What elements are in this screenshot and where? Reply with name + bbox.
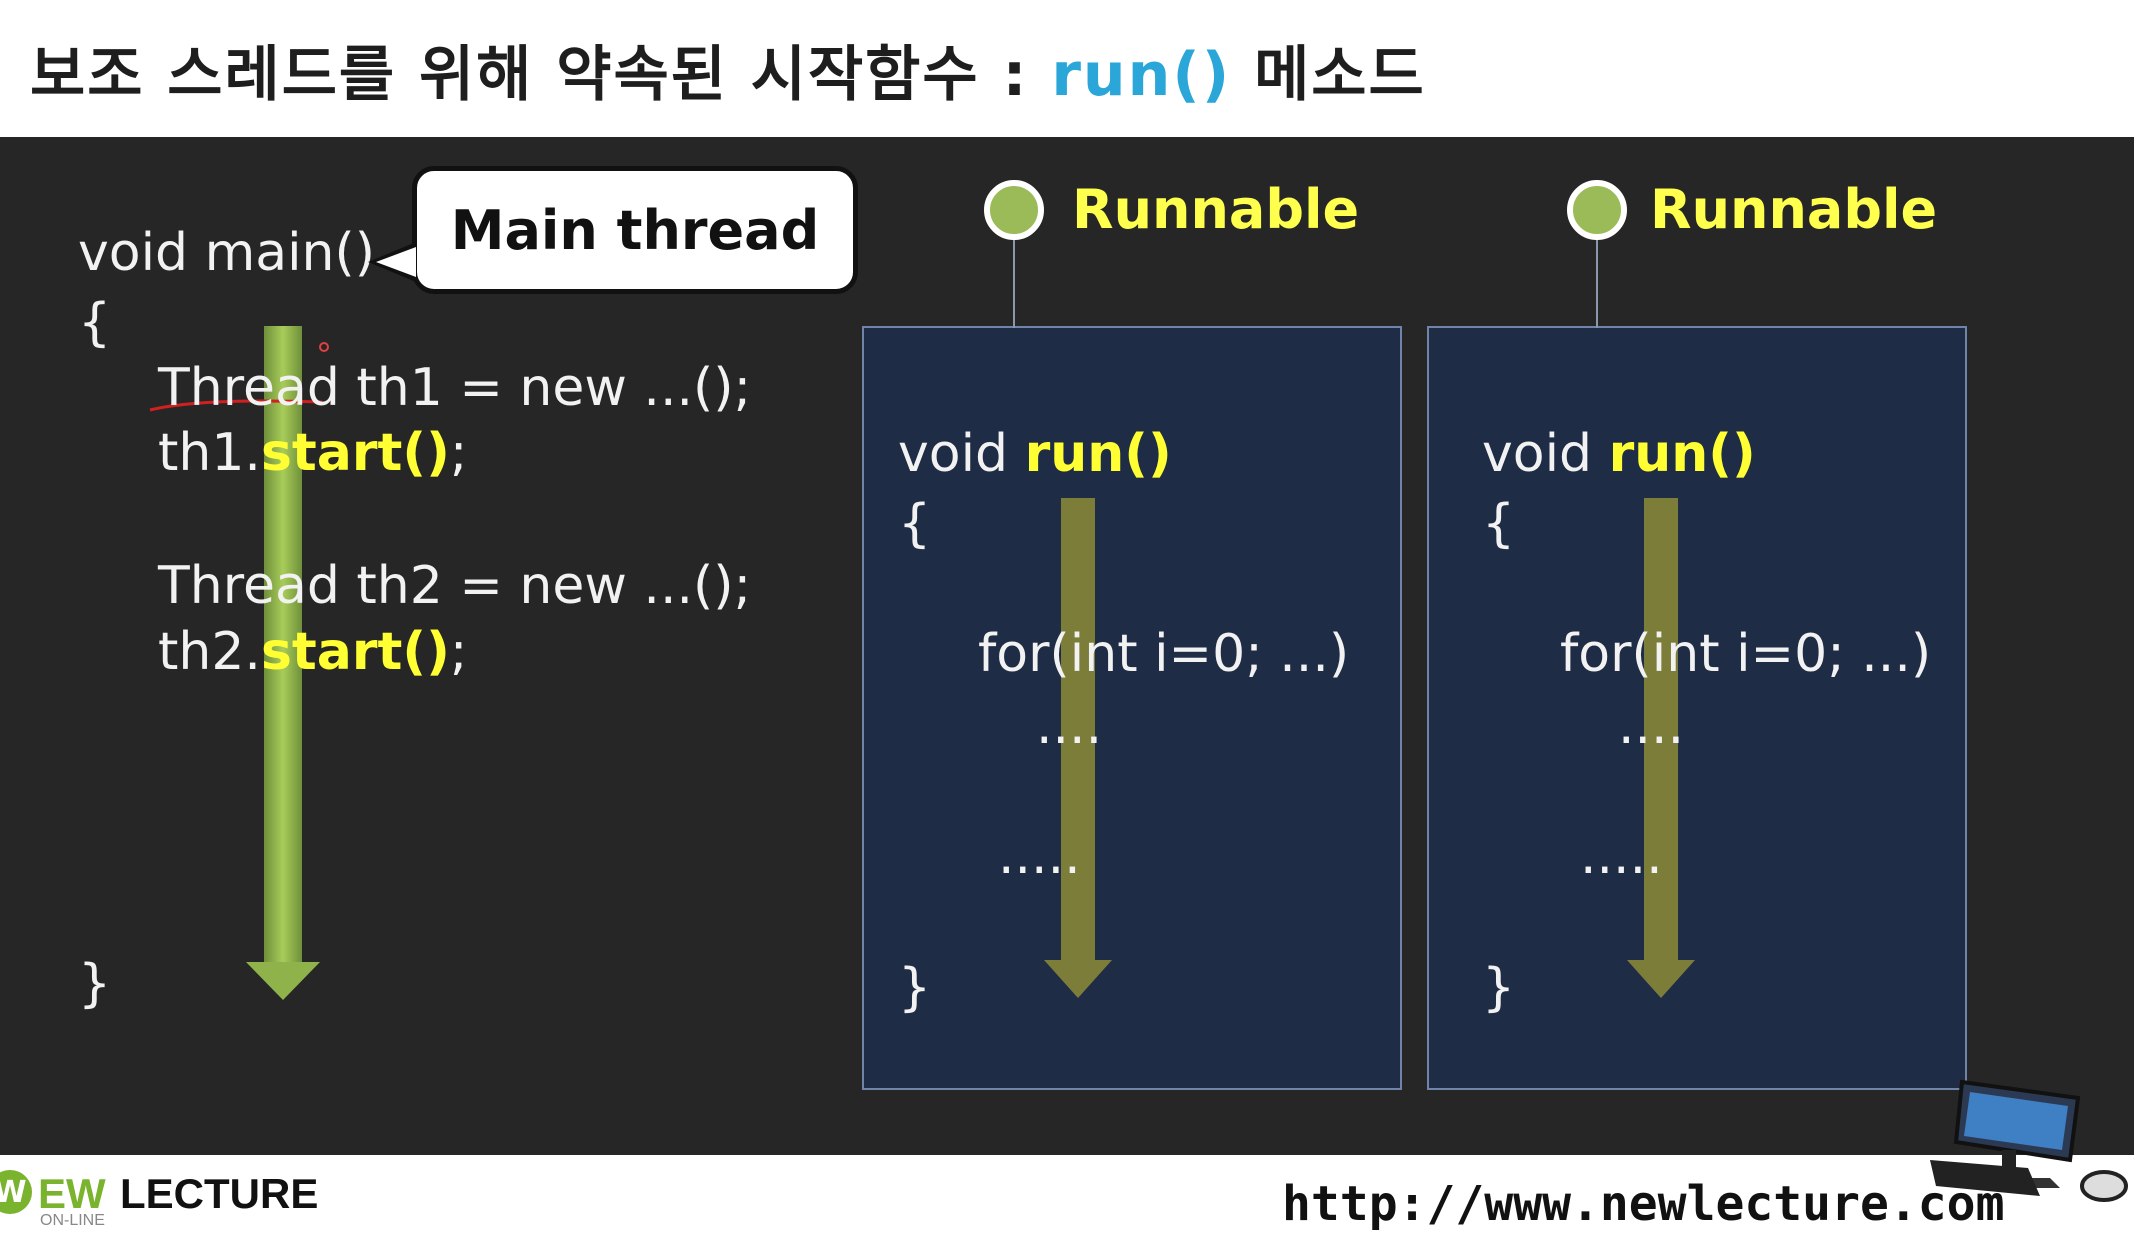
th1-start-call: start() (260, 423, 450, 483)
code-line-th2-start: th2.start(); (158, 626, 467, 678)
panel2-dots-1: .... (1618, 696, 1685, 756)
title-bar: 보조 스레드를 위해 약속된 시작함수 : run() 메소드 (0, 0, 2134, 137)
main-open-brace: { (78, 293, 112, 353)
main-thread-callout: Main thread (412, 166, 858, 294)
panel2-void: void (1482, 424, 1609, 484)
slide-title: 보조 스레드를 위해 약속된 시작함수 : run() 메소드 (30, 26, 1426, 113)
code-line-thread-th1: Thread th1 = new ...(); (158, 362, 751, 414)
run-thread-arrow-2 (1627, 498, 1695, 998)
th2-semicolon: ; (449, 622, 468, 682)
runnable-node-1-icon (984, 180, 1044, 240)
panel1-open-brace: { (898, 494, 932, 554)
node-connector-1 (1013, 218, 1015, 328)
logo-lecture: LECTURE (120, 1170, 319, 1217)
panel1-close-brace: } (898, 958, 932, 1018)
code-line-thread-th2: Thread th2 = new ...(); (158, 560, 751, 612)
th2-object: th2. (158, 622, 261, 682)
main-signature: void main() (78, 223, 376, 283)
runnable-panel-2 (1427, 326, 1967, 1090)
thread-type-1: Thread (158, 358, 340, 418)
panel2-signature: void run() (1482, 428, 1756, 480)
runnable-label-2: Runnable (1650, 178, 1938, 241)
title-main: 보조 스레드를 위해 약속된 시작함수 : (30, 40, 1052, 110)
callout-tail-inner (376, 247, 416, 277)
panel1-run-method: run() (1024, 424, 1172, 484)
th2-start-call: start() (260, 622, 450, 682)
main-close-brace: } (78, 954, 112, 1014)
footer (0, 1155, 2134, 1234)
panel1-void: void (898, 424, 1025, 484)
pen-dot (319, 342, 329, 352)
th1-object: th1. (158, 423, 261, 483)
thread-rest-2: th2 = new ...(); (339, 556, 752, 616)
panel1-signature: void run() (898, 428, 1172, 480)
panel1-dots-2: ..... (998, 826, 1081, 886)
underline-mark (149, 399, 323, 412)
thread-type-2: Thread (158, 556, 340, 616)
runnable-panel-1 (862, 326, 1402, 1090)
panel2-dots-2: ..... (1580, 826, 1663, 886)
title-tail: 메소드 (1231, 40, 1426, 110)
logo-w-icon: W (0, 1170, 32, 1214)
main-thread-arrow (246, 326, 320, 1000)
run-thread-arrow-1 (1044, 498, 1112, 998)
title-accent: run() (1051, 40, 1232, 110)
logo-ew: EW (38, 1170, 106, 1217)
panel1-dots-1: .... (1036, 696, 1103, 756)
runnable-node-2-icon (1567, 180, 1627, 240)
panel2-loop: for(int i=0; ...) (1560, 624, 1932, 684)
panel1-loop: for(int i=0; ...) (978, 624, 1350, 684)
logo-subtitle: ON-LINE (40, 1212, 105, 1229)
code-line-th1-start: th1.start(); (158, 427, 467, 479)
node-connector-2 (1596, 218, 1598, 328)
runnable-label-1: Runnable (1072, 178, 1360, 241)
panel2-close-brace: } (1482, 958, 1516, 1018)
thread-rest-1: th1 = new ...(); (339, 358, 752, 418)
panel2-open-brace: { (1482, 494, 1516, 554)
footer-url-link[interactable]: http://www.newlecture.com (1282, 1176, 2005, 1232)
panel2-run-method: run() (1608, 424, 1756, 484)
th1-semicolon: ; (449, 423, 468, 483)
